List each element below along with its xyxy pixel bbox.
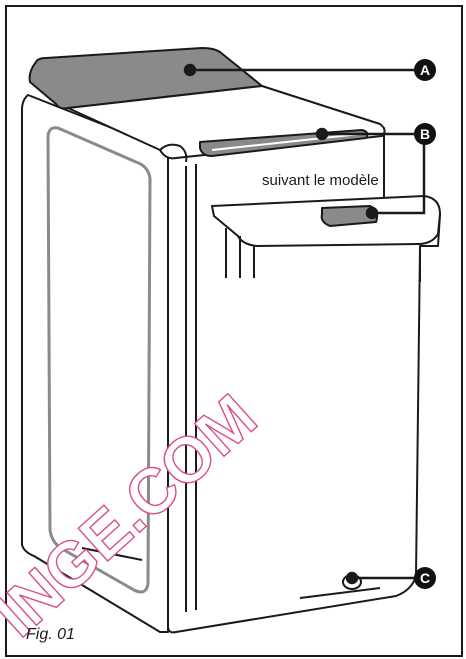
callout-dot-b2 [365,206,379,220]
callout-dot-c [345,571,359,585]
badge-c: C [414,567,436,589]
washing-machine [21,47,441,634]
handle-highlight [211,133,361,151]
callout-line-b-bottom [372,142,426,215]
top-front-corner [159,143,188,163]
figure-frame [5,5,463,657]
base-edge [299,587,381,599]
machine-side-panel [21,94,169,633]
side-recess [46,126,152,594]
badge-b-text: B [420,126,430,142]
figure-caption: Fig. 01 [26,626,75,643]
badge-c-text: C [420,570,430,586]
variant-caption: suivant le modèle [262,172,379,189]
callout-dot-a [183,63,197,77]
badge-a-text: A [420,62,430,78]
badge-a: A [414,59,436,81]
callouts [183,63,426,585]
badge-b: B [414,123,436,145]
callout-dot-b1 [315,127,329,141]
base-left-edge [81,547,143,561]
